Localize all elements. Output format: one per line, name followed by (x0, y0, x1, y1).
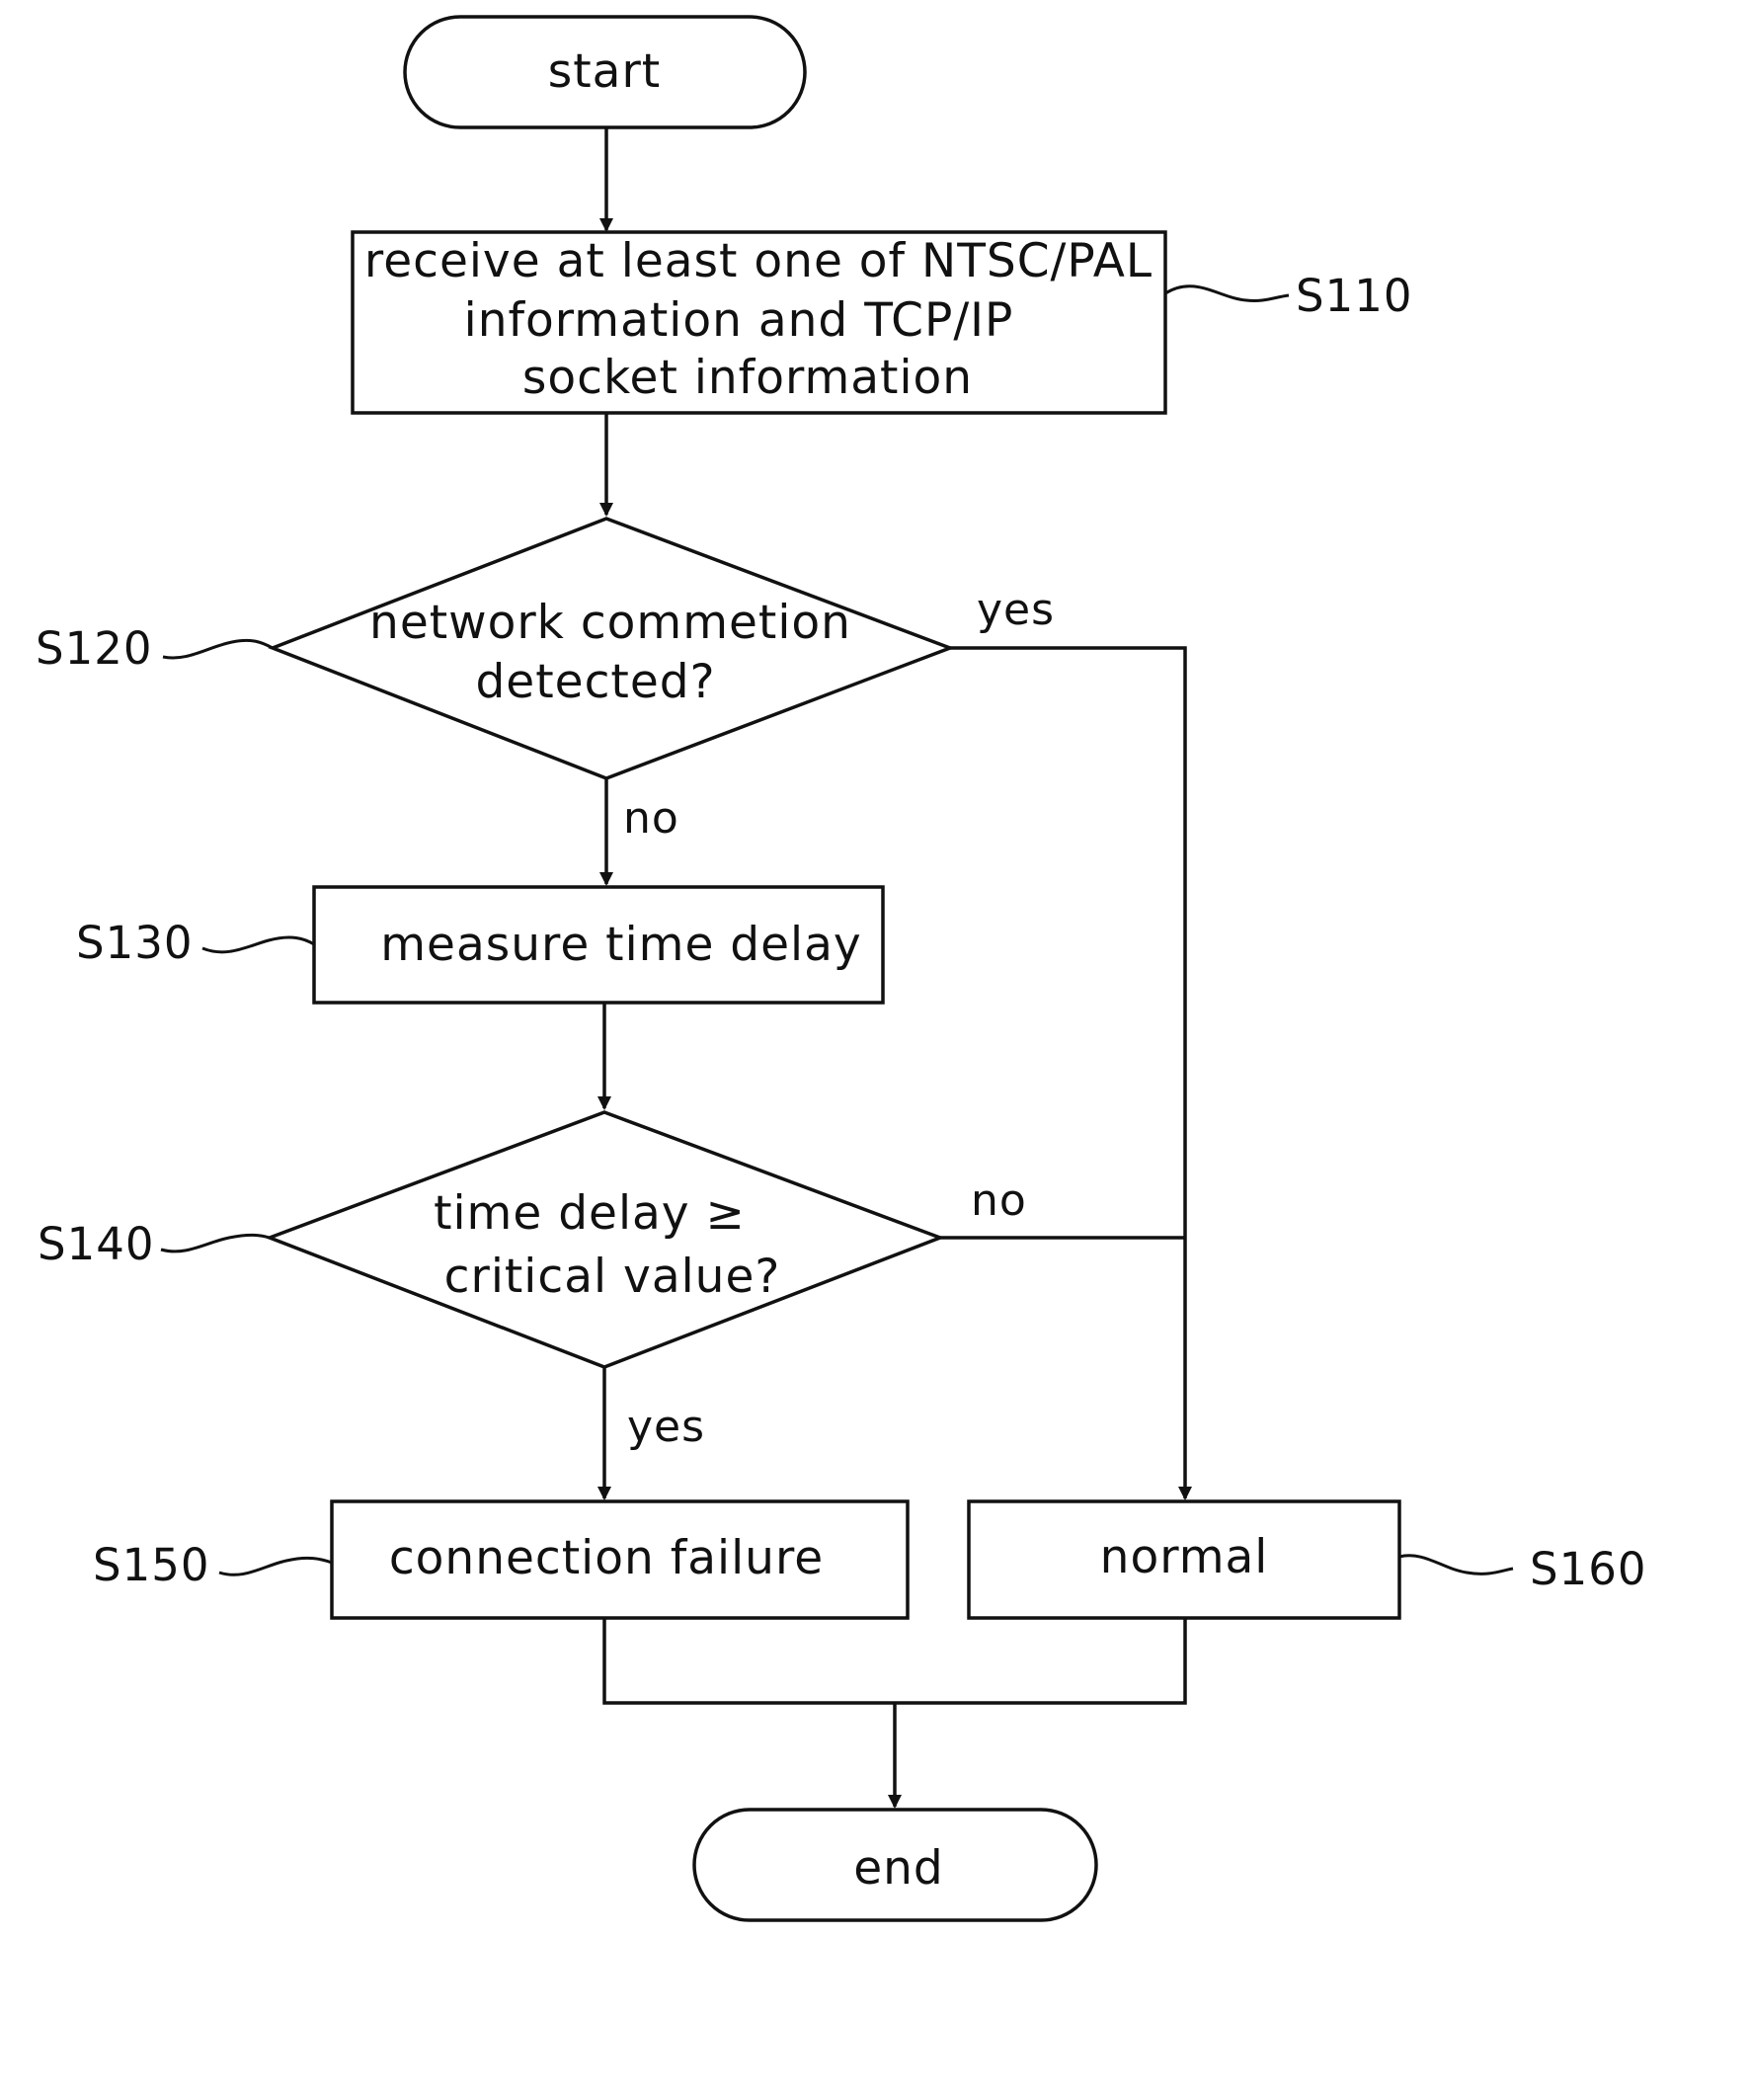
s130-leader (201, 935, 315, 954)
s110-ref: S110 (1296, 270, 1412, 322)
step-s130-box: measure time delay (312, 885, 885, 1005)
decision-s120: network commetion detected? (268, 517, 955, 780)
s160-leader (1398, 1554, 1514, 1575)
end-label: end (853, 1841, 944, 1896)
s110-label-line-1: receive at least one of NTSC/PAL (364, 234, 1153, 288)
s140-yes-label: yes (627, 1402, 705, 1452)
s140-label-line-1: time delay ≥ (434, 1186, 746, 1241)
s110-leader (1164, 284, 1290, 302)
s120-ref: S120 (36, 622, 152, 675)
s120-leader (162, 638, 274, 660)
decision-s140: time delay ≥ critical value? (265, 1110, 945, 1369)
s130-label: measure time delay (380, 918, 861, 972)
s160-ref: S160 (1530, 1543, 1646, 1595)
step-s110-box: receive at least one of NTSC/PAL informa… (351, 230, 1167, 415)
start-terminal: start (403, 15, 807, 129)
s120-no-label: no (623, 793, 679, 844)
start-label: start (548, 44, 661, 99)
s120-label-line-1: network commetion (369, 596, 851, 650)
s130-ref: S130 (76, 917, 193, 969)
s110-label-line-2: information and TCP/IP (464, 293, 1014, 348)
s140-ref: S140 (38, 1218, 154, 1270)
s110-label-line-3: socket information (522, 351, 973, 405)
step-s160-box: normal (967, 1499, 1401, 1620)
s150-label: connection failure (389, 1531, 824, 1585)
s150-leader (218, 1556, 333, 1576)
line-s150-to-merge (602, 1618, 895, 1705)
arrow-s120-yes-to-s160 (950, 646, 1192, 1500)
step-s150-box: connection failure (330, 1499, 910, 1620)
s150-ref: S150 (93, 1539, 209, 1591)
s140-no-label: no (971, 1175, 1027, 1226)
s160-label: normal (1100, 1530, 1269, 1584)
end-terminal: end (692, 1808, 1098, 1922)
s140-label-line-2: critical value? (444, 1250, 781, 1304)
s140-leader (160, 1233, 271, 1253)
s120-yes-label: yes (977, 585, 1055, 635)
line-s160-to-merge (895, 1618, 1187, 1705)
s120-label-line-2: detected? (475, 655, 715, 709)
